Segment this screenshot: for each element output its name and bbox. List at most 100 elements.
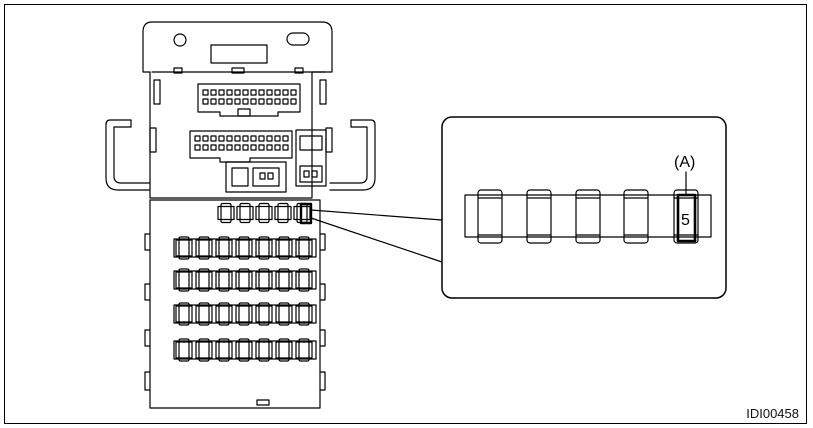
- fuse-row-base: [173, 304, 317, 324]
- fuse-base: [217, 205, 235, 221]
- figure-frame: [4, 4, 807, 424]
- fuse: [215, 302, 233, 326]
- inset-fuse-body: [575, 189, 601, 244]
- fuse: [275, 338, 293, 362]
- fuse-body: [238, 236, 250, 260]
- connector-pin: [258, 89, 265, 96]
- hook-left: [105, 119, 151, 191]
- fuse: [215, 338, 233, 362]
- fuse-body: [178, 236, 190, 260]
- fuse-base: [295, 305, 313, 323]
- fuse: [295, 236, 313, 260]
- fuse: [255, 338, 273, 362]
- connector-pin: [282, 135, 289, 142]
- side-clips-upper: [149, 79, 333, 153]
- fuse-body: [278, 236, 290, 260]
- fuse: [195, 268, 213, 292]
- fuse-base: [195, 271, 213, 289]
- fuse-base: [275, 271, 293, 289]
- fuse: [295, 338, 313, 362]
- fuse: [255, 302, 273, 326]
- fuse: [275, 268, 293, 292]
- connector-pin: [282, 144, 289, 151]
- connector-pin: [210, 135, 217, 142]
- fuse-base: [215, 271, 233, 289]
- connector-pin: [226, 135, 233, 142]
- fuse-body: [258, 236, 270, 260]
- connector-pin: [234, 144, 241, 151]
- fuse: [195, 302, 213, 326]
- junction-block-upper: [142, 21, 333, 199]
- fuse-row-base: [173, 238, 317, 258]
- fuse-body: [298, 268, 310, 292]
- fuse-block-lower: [144, 199, 326, 409]
- connector-pin: [258, 135, 265, 142]
- inset-fuse: [477, 189, 503, 244]
- fuse-base: [175, 341, 193, 359]
- inset-fuse: [575, 189, 601, 244]
- connector-pin: [210, 98, 217, 105]
- fuse-body: [258, 202, 270, 224]
- connector-pin: [218, 144, 225, 151]
- fuse-body: [198, 236, 210, 260]
- connector-pin: [202, 89, 209, 96]
- inset-fuse-body: [477, 189, 503, 244]
- connector-pin: [250, 98, 257, 105]
- fuse-body: [218, 268, 230, 292]
- fuse-base: [235, 305, 253, 323]
- fuse-base: [275, 239, 293, 257]
- fuse-base: [255, 239, 273, 257]
- fuse-base: [235, 239, 253, 257]
- connector-pin: [290, 89, 297, 96]
- fuse: [217, 202, 235, 224]
- connector-4: [225, 161, 287, 193]
- fuse-body: [218, 302, 230, 326]
- connector-pin: [234, 98, 241, 105]
- fuse-base: [255, 305, 273, 323]
- fuse-base: [274, 205, 292, 221]
- mounting-hole: [173, 33, 187, 47]
- connector-2: [189, 130, 293, 163]
- fuse-row-base: [173, 340, 317, 360]
- fuse: [235, 338, 253, 362]
- fuse-base: [215, 341, 233, 359]
- connector-pin: [282, 89, 289, 96]
- connector-pin: [234, 89, 241, 96]
- connector-3: [295, 129, 327, 187]
- fuse: [236, 202, 254, 224]
- fuse-base: [275, 341, 293, 359]
- fuse-body: [278, 338, 290, 362]
- hook-right: [329, 119, 376, 191]
- connector-pin: [266, 98, 273, 105]
- fuse-body: [198, 268, 210, 292]
- fuse-rows: [173, 202, 317, 362]
- fuse-body: [258, 338, 270, 362]
- connector-pin: [258, 144, 265, 151]
- fuse: [295, 268, 313, 292]
- connector-pin: [250, 144, 257, 151]
- fuse: [274, 202, 292, 224]
- fuse-body: [277, 202, 289, 224]
- fuse-base: [215, 239, 233, 257]
- fuse-body: [220, 202, 232, 224]
- fuse-base: [195, 239, 213, 257]
- connector-pin: [282, 98, 289, 105]
- connector-pin: [194, 135, 201, 142]
- fuse-body: [238, 338, 250, 362]
- connector-pin: [218, 89, 225, 96]
- fuse: [215, 236, 233, 260]
- connector-pin: [226, 89, 233, 96]
- fuse: [175, 338, 193, 362]
- fuse: [275, 236, 293, 260]
- fuse-base: [235, 341, 253, 359]
- inset-fuse-body: [526, 189, 552, 244]
- fuse-body: [258, 302, 270, 326]
- connector-pin: [226, 98, 233, 105]
- connector-pin: [242, 89, 249, 96]
- connector-pin: [266, 144, 273, 151]
- connector-1-pins: [202, 89, 297, 105]
- fuse-body: [198, 338, 210, 362]
- fuse-base: [295, 341, 313, 359]
- fuse-body: [238, 268, 250, 292]
